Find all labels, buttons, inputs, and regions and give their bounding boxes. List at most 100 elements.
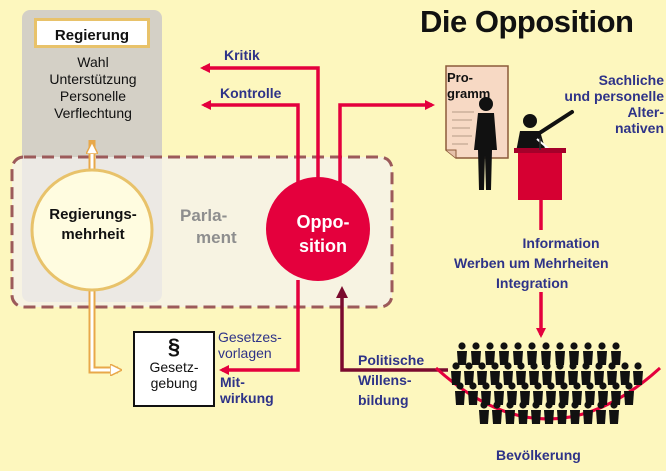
- crowd-person-icon: [518, 401, 528, 424]
- crowd-person-icon: [507, 382, 517, 405]
- information-label: Information: [522, 235, 600, 251]
- control-label: Kontrolle: [220, 85, 282, 101]
- crowd-person-icon: [471, 342, 481, 365]
- opposition-circle: [266, 177, 370, 281]
- crowd-person-icon: [531, 401, 541, 424]
- crowd-person-icon: [624, 382, 634, 405]
- crowd-person-icon: [585, 382, 595, 405]
- program-label-line: Pro-: [447, 70, 473, 85]
- crowd-person-icon: [477, 362, 487, 385]
- opinion-forming-label-line: Politische: [358, 352, 425, 368]
- alternatives-label-line: nativen: [614, 120, 664, 136]
- campaigning-label: Werben um Mehrheiten: [454, 255, 609, 271]
- parliament-label: Parla- ment: [180, 205, 237, 249]
- crowd-person-icon: [544, 401, 554, 424]
- parliament-label-line: Parla-: [180, 206, 228, 225]
- crowd-person-icon: [555, 362, 565, 385]
- majority-to-legislation-arrow-inner: [90, 290, 118, 370]
- crowd-person-icon: [569, 342, 579, 365]
- legislation-arrow: [219, 280, 300, 375]
- alternatives-label-line: Alter-: [627, 104, 664, 120]
- bills-label-line: vorlagen: [218, 345, 272, 361]
- crowd-person-icon: [583, 342, 593, 365]
- crowd-person-icon: [494, 382, 504, 405]
- opinion-forming-arrow: [336, 286, 448, 372]
- crowd-person-icon: [633, 362, 643, 385]
- crowd-person-icon: [546, 382, 556, 405]
- crowd-person-icon: [541, 342, 551, 365]
- person-silhouette-icon: [474, 97, 497, 190]
- program-label-line: gramm: [447, 86, 491, 101]
- alternatives-label-line: Sachliche: [598, 72, 664, 88]
- government-relation-line: Personelle: [59, 88, 127, 104]
- program-arrow: [338, 100, 435, 184]
- legislation-box: § Gesetz- gebung: [133, 331, 215, 407]
- crowd-person-icon: [505, 401, 515, 424]
- crowd-person-icon: [581, 362, 591, 385]
- crowd-person-icon: [611, 342, 621, 365]
- crowd-person-icon: [620, 362, 630, 385]
- crowd-person-icon: [492, 401, 502, 424]
- bills-label-line: Gesetzes-: [218, 329, 282, 345]
- podium-icon: [514, 138, 566, 200]
- government-relations: Wahl Unterstützung Personelle Verflechtu…: [26, 54, 160, 122]
- alternatives-label: Sachliche und personelle Alter- nativen: [534, 72, 664, 136]
- page-title: Die Opposition: [420, 4, 634, 39]
- opinion-forming-label: Politische Willens- bildung: [358, 350, 424, 410]
- majority-label: Regierungs- mehrheit: [36, 205, 150, 245]
- legislation-label-line: Gesetz-: [149, 359, 199, 375]
- alternatives-label-line: und personelle: [564, 88, 664, 104]
- integration-label: Integration: [496, 275, 569, 291]
- program-label: Pro- gramm: [447, 70, 501, 102]
- control-arrow: [201, 100, 300, 192]
- crowd-person-icon: [516, 362, 526, 385]
- majority-circle: [30, 168, 154, 292]
- crowd-person-icon: [529, 362, 539, 385]
- criticism-label: Kritik: [224, 47, 260, 63]
- crowd-person-icon: [598, 382, 608, 405]
- crowd-person-icon: [596, 401, 606, 424]
- crowd-person-icon: [597, 342, 607, 365]
- majority-label-line: mehrheit: [61, 226, 125, 243]
- crowd-person-icon: [455, 382, 465, 405]
- population-label: Bevölkerung: [496, 447, 581, 463]
- paragraph-icon: §: [167, 334, 181, 359]
- crowd-person-icon: [533, 382, 543, 405]
- government-relation-line: Wahl: [77, 54, 109, 70]
- crowd-person-icon: [609, 401, 619, 424]
- government-label: Regierung: [34, 18, 150, 48]
- crowd-person-icon: [527, 342, 537, 365]
- participation-label-line: wirkung: [220, 390, 274, 406]
- crowd-person-icon: [557, 401, 567, 424]
- crowd-person-icon: [570, 401, 580, 424]
- crowd-person-icon: [468, 382, 478, 405]
- speaker-figure-icon: [516, 110, 574, 152]
- majority-label-line: Regierungs-: [49, 206, 137, 223]
- crowd-person-icon: [451, 362, 461, 385]
- opinion-forming-label-line: Willens-: [358, 372, 412, 388]
- crowd-person-icon: [503, 362, 513, 385]
- crowd-person-icon: [559, 382, 569, 405]
- parliament-label-line: ment: [196, 228, 237, 247]
- crowd-person-icon: [464, 362, 474, 385]
- opposition-label-line: sition: [299, 236, 347, 256]
- crowd-person-icon: [485, 342, 495, 365]
- crowd-person-icon: [583, 401, 593, 424]
- crowd-person-icon: [499, 342, 509, 365]
- crowd-person-icon: [594, 362, 604, 385]
- participation-label: Mit- wirkung: [220, 374, 274, 406]
- crowd-person-icon: [490, 362, 500, 385]
- government-relation-line: Verflechtung: [54, 105, 132, 121]
- crowd-person-icon: [520, 382, 530, 405]
- crowd-person-icon: [479, 401, 489, 424]
- crowd-person-icon: [542, 362, 552, 385]
- crowd-icon: [451, 342, 643, 424]
- government-relation-line: Unterstützung: [49, 71, 137, 87]
- bills-label: Gesetzes- vorlagen: [218, 329, 282, 361]
- crowd-person-icon: [555, 342, 565, 365]
- crowd-person-icon: [481, 382, 491, 405]
- participation-label-line: Mit-: [220, 374, 245, 390]
- crowd-person-icon: [568, 362, 578, 385]
